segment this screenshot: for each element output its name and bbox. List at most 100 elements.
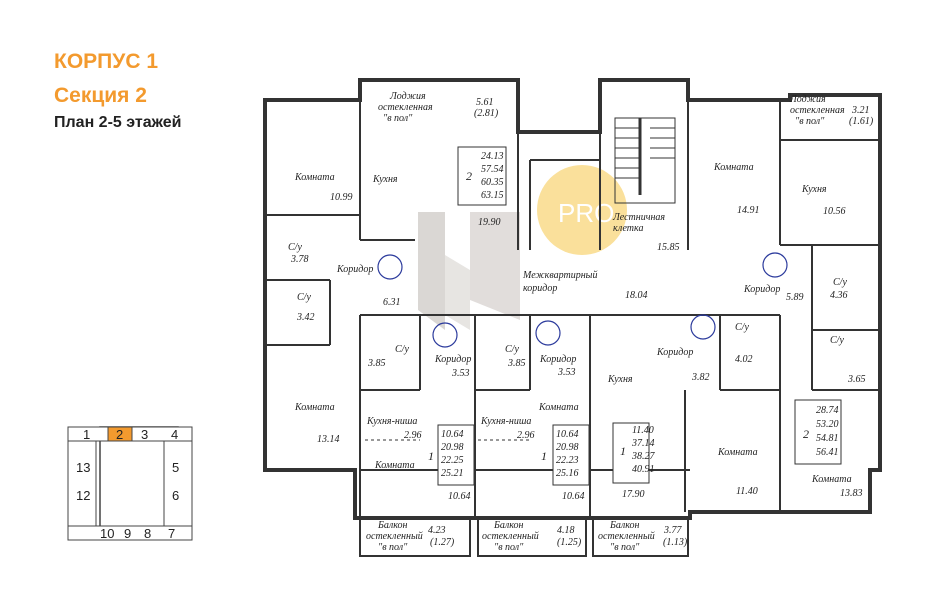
- room-label: С/у: [297, 292, 311, 303]
- svg-text:9: 9: [124, 526, 131, 541]
- plan-subtitle: План 2-5 этажей: [54, 114, 182, 131]
- apt-area: 11.40: [632, 425, 654, 436]
- room-area: 14.91: [737, 205, 760, 216]
- key-plan: 1 2 3 4 13 12 5 6 10 9 8 7: [67, 426, 193, 541]
- apt-area: 10.64: [441, 429, 464, 440]
- fixture-circle: [535, 320, 561, 346]
- room-label: С/у: [833, 277, 847, 288]
- room-area: 10.64: [562, 491, 585, 502]
- apt-area: 10.64: [556, 429, 579, 440]
- room-area: 3.85: [507, 358, 526, 369]
- room-area: 3.21: [851, 105, 870, 116]
- room-area: (1.25): [557, 537, 582, 548]
- room-label: остекленная: [790, 105, 845, 116]
- room-label: Балкон: [377, 520, 408, 531]
- room-area: 4.36: [830, 290, 848, 301]
- room-label: Балкон: [493, 520, 524, 531]
- room-label: С/у: [830, 335, 844, 346]
- room-area: 10.99: [330, 192, 353, 203]
- room-area: 3.53: [451, 368, 470, 379]
- watermark-text: PRO: [558, 198, 614, 228]
- svg-text:13: 13: [76, 460, 90, 475]
- svg-text:2: 2: [116, 427, 123, 442]
- room-label: коридор: [523, 283, 557, 294]
- room-area: 5.61: [476, 97, 494, 108]
- apt-area: 25.16: [556, 468, 579, 479]
- room-label: остекленный: [598, 531, 655, 542]
- room-area: 3.65: [847, 374, 866, 385]
- apt-area: 40.91: [632, 464, 655, 475]
- room-area: 3.42: [296, 312, 315, 323]
- svg-text:10: 10: [100, 526, 114, 541]
- room-label: Кухня-ниша: [480, 416, 531, 427]
- apt-area: 24.13: [481, 151, 504, 162]
- room-label: Комната: [713, 162, 754, 173]
- room-label: Кухня: [607, 374, 633, 385]
- room-area: 4.18: [557, 525, 575, 536]
- svg-text:6: 6: [172, 488, 179, 503]
- room-area: 4.02: [735, 354, 753, 365]
- room-area: (1.61): [849, 116, 874, 127]
- key-plan-highlight: [107, 426, 133, 442]
- room-area: 11.40: [736, 486, 758, 497]
- room-area: 17.90: [622, 489, 645, 500]
- apt-area: 20.98: [556, 442, 579, 453]
- room-area: 10.56: [823, 206, 846, 217]
- room-label: остекленный: [482, 531, 539, 542]
- apartment-box-5: [794, 399, 842, 465]
- fixture-circle: [377, 254, 403, 280]
- fixture-circle: [690, 314, 716, 340]
- apt-area: 53.20: [816, 419, 839, 430]
- room-area: 5.89: [786, 292, 804, 303]
- apt-area: 22.25: [441, 455, 464, 466]
- balcony-2: [477, 517, 587, 557]
- room-label: С/у: [288, 242, 302, 253]
- room-label: "в пол": [795, 116, 825, 127]
- apartment-box-2: [437, 424, 475, 486]
- room-label: "в пол": [610, 542, 640, 553]
- room-label: Комната: [374, 460, 415, 471]
- room-area: 19.90: [478, 217, 501, 228]
- staircase: [614, 117, 676, 204]
- room-label: Коридор: [743, 284, 780, 295]
- apt-area: 22.23: [556, 455, 579, 466]
- apartment-box-4: [612, 422, 650, 484]
- room-label: Кухня-ниша: [366, 416, 417, 427]
- room-label: остекленная: [378, 102, 433, 113]
- apt-rooms: 2: [803, 427, 809, 441]
- room-area: 2.96: [517, 430, 535, 441]
- room-label: Комната: [811, 474, 852, 485]
- room-label: Коридор: [656, 347, 693, 358]
- apt-area: 63.15: [481, 190, 504, 201]
- building-title: КОРПУС 1: [54, 50, 158, 73]
- room-area: 4.23: [428, 525, 446, 536]
- room-label: Балкон: [609, 520, 640, 531]
- svg-text:8: 8: [144, 526, 151, 541]
- section-title: Секция 2: [54, 84, 147, 107]
- svg-text:3: 3: [141, 427, 148, 442]
- room-label: Межквартирный: [522, 270, 597, 281]
- room-area: 3.53: [557, 367, 576, 378]
- apt-area: 57.54: [481, 164, 504, 175]
- room-label: С/у: [505, 344, 519, 355]
- room-label: остекленный: [366, 531, 423, 542]
- svg-text:7: 7: [168, 526, 175, 541]
- apt-area: 60.35: [481, 177, 504, 188]
- room-label: "в пол": [494, 542, 524, 553]
- room-label: "в пол": [383, 113, 413, 124]
- watermark: PRO: [418, 165, 627, 330]
- room-label: Комната: [294, 402, 335, 413]
- apt-rooms: 1: [541, 449, 547, 463]
- room-area: 10.64: [448, 491, 471, 502]
- svg-text:5: 5: [172, 460, 179, 475]
- room-area: 18.04: [625, 290, 648, 301]
- room-area: 2.96: [404, 430, 422, 441]
- room-area: 15.85: [657, 242, 680, 253]
- apt-area: 25.21: [441, 468, 464, 479]
- balcony-1: [359, 517, 471, 557]
- apt-area: 54.81: [816, 433, 839, 444]
- room-area: 13.14: [317, 434, 340, 445]
- room-area: (1.13): [663, 537, 688, 548]
- room-area: 3.78: [290, 254, 309, 265]
